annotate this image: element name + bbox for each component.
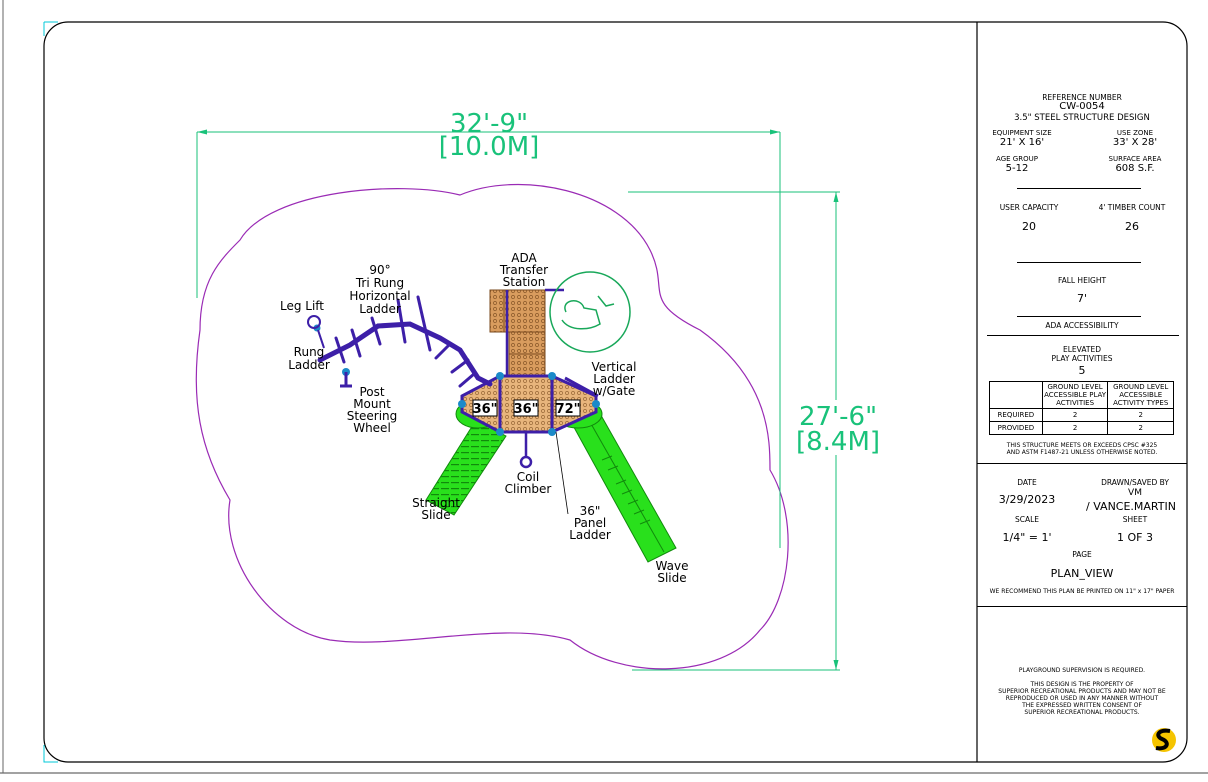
deck-height-3: 72" <box>556 402 581 417</box>
label-rung-ladder-1: Rung <box>294 345 325 359</box>
equipment-size-label: EQUIPMENT SIZE <box>992 129 1052 137</box>
elevated-count: 5 <box>1078 364 1086 377</box>
property-note: THIS DESIGN IS THE PROPERTY OF SUPERIOR … <box>998 681 1166 716</box>
surface-area-label: SURFACE AREA <box>1108 155 1162 163</box>
date-value: 3/29/2023 <box>998 493 1056 506</box>
deck-height-2: 36" <box>514 402 539 417</box>
label-panel-2: Panel <box>574 516 606 530</box>
label-rung-ladder-2: Ladder <box>288 358 330 372</box>
depth-meters: [8.4M] <box>796 427 880 457</box>
compliance-note: THIS STRUCTURE MEETS OR EXCEEDS CPSC #32… <box>1006 442 1158 456</box>
sheet-border <box>43 21 1188 763</box>
print-note: WE RECOMMEND THIS PLAN BE PRINTED ON 11"… <box>989 588 1175 595</box>
equipment-size: 21' X 16' <box>999 137 1045 148</box>
date-label: DATE <box>1017 478 1037 487</box>
table-header-blank <box>989 381 1043 409</box>
leg-lift <box>307 315 325 349</box>
label-vladder-3: w/Gate <box>593 384 636 398</box>
depth-dimension <box>628 191 840 671</box>
title-block: REFERENCE NUMBER CW-0054 3.5" STEEL STRU… <box>977 22 1187 762</box>
label-coil-2: Climber <box>505 482 552 496</box>
label-steering-4: Wheel <box>353 421 391 435</box>
sheet-label: SHEET <box>1122 515 1148 524</box>
timber-count: 26 <box>1125 220 1139 233</box>
label-wave-1: Wave <box>656 559 689 573</box>
label-steering-1: Post <box>359 385 384 399</box>
label-steering-3: Steering <box>347 409 398 423</box>
label-steering-2: Mount <box>353 397 391 411</box>
elevated-label: ELEVATED PLAY ACTIVITIES <box>1051 345 1113 363</box>
fall-height-label: FALL HEIGHT <box>1057 276 1107 285</box>
drawn-label: DRAWN/SAVED BY <box>1101 478 1169 487</box>
user-capacity: 20 <box>1022 220 1036 233</box>
company-logo <box>1152 728 1176 752</box>
table-header-play: GROUND LEVEL ACCESSIBLE PLAY ACTIVITIES <box>1041 381 1109 409</box>
age-group-label: AGE GROUP <box>996 155 1038 163</box>
ada-transfer-station <box>489 288 564 377</box>
sheet-value: 1 OF 3 <box>1117 531 1153 544</box>
table-row: REQUIRED 2 2 <box>989 408 1174 422</box>
label-ada-3: Station <box>503 275 546 289</box>
surface-area: 608 S.F. <box>1115 163 1155 174</box>
width-meters: [10.0M] <box>439 132 540 162</box>
reference-label: REFERENCE NUMBER <box>1042 93 1122 102</box>
label-panel-1: 36" <box>580 504 601 518</box>
coil-climber <box>519 432 533 469</box>
label-vladder-2: Ladder <box>593 372 635 386</box>
depth-feet: 27'-6" <box>799 402 877 432</box>
supervision-note: PLAYGROUND SUPERVISION IS REQUIRED. <box>1018 667 1146 674</box>
label-panel-3: Ladder <box>569 528 611 542</box>
scale-value: 1/4" = 1' <box>1002 531 1052 544</box>
accessibility-table: GROUND LEVEL ACCESSIBLE PLAY ACTIVITIES … <box>989 381 1174 435</box>
label-ada-1: ADA <box>511 251 537 265</box>
steering-wheel <box>340 372 352 388</box>
width-feet: 32'-9" <box>450 109 528 139</box>
timber-count-label: 4' TIMBER COUNT <box>1098 203 1166 212</box>
user-capacity-label: USER CAPACITY <box>999 203 1059 212</box>
deck-height-1: 36" <box>473 402 498 417</box>
age-group: 5-12 <box>1005 163 1029 174</box>
use-zone: 33' X 28' <box>1112 137 1158 148</box>
page-value: PLAN_VIEW <box>1050 567 1114 580</box>
ada-label: ADA ACCESSIBILITY <box>1045 321 1119 330</box>
label-hladder-1: 90° <box>369 263 390 277</box>
label-leg-lift: Leg Lift <box>280 299 324 313</box>
structure-type: 3.5" STEEL STRUCTURE DESIGN <box>1014 113 1150 123</box>
page-label: PAGE <box>1072 550 1092 559</box>
label-wave-2: Slide <box>657 571 686 585</box>
label-hladder-4: Ladder <box>359 302 401 316</box>
fall-height: 7' <box>1076 292 1088 305</box>
label-straight-1: Straight <box>412 496 460 510</box>
table-header-types: GROUND LEVEL ACCESSIBLE ACTIVITY TYPES <box>1107 381 1174 409</box>
ada-symbol <box>549 271 631 353</box>
deck-height-labels: 36" 36" 72" <box>472 399 581 417</box>
label-coil-1: Coil <box>517 470 539 484</box>
label-hladder-3: Horizontal <box>349 289 410 303</box>
horizontal-ladder <box>317 295 493 388</box>
use-zone-label: USE ZONE <box>1116 129 1154 137</box>
label-ada-2: Transfer <box>499 263 548 277</box>
reference-number: CW-0054 <box>1059 101 1105 112</box>
use-zone-outline <box>195 183 789 670</box>
drawn-by-full: / VANCE.MARTIN <box>1086 500 1176 513</box>
label-vladder-1: Vertical <box>592 360 637 374</box>
label-straight-2: Slide <box>421 508 450 522</box>
label-hladder-2: Tri Rung <box>355 276 404 290</box>
scale-label: SCALE <box>1014 515 1040 524</box>
width-dimension <box>196 129 781 548</box>
table-row: PROVIDED 2 2 <box>989 421 1174 435</box>
drawn-by: VM <box>1128 488 1142 498</box>
